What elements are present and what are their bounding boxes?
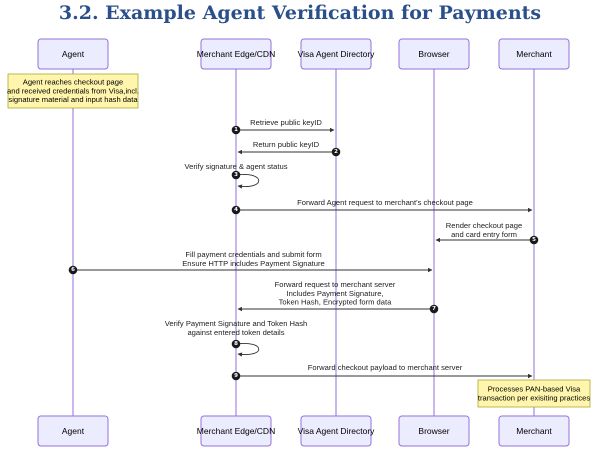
sequence-number: 3 [234, 172, 238, 178]
message-6: Fill payment credentials and submit form… [68, 250, 433, 275]
message-label: Retrieve public keyID [250, 118, 322, 127]
sequence-badge [231, 371, 241, 381]
sequence-number: 6 [71, 267, 75, 273]
message-label: against entered token details [187, 328, 284, 337]
sequence-number: 4 [234, 207, 238, 213]
sequence-badge [231, 339, 241, 349]
message-label: Ensure HTTP includes Payment Signature [182, 259, 325, 268]
actor-top-agent: Agent [37, 38, 109, 70]
actor-label: Visa Agent Directory [298, 49, 376, 59]
sequence-number: 1 [234, 127, 238, 133]
self-arrow [235, 342, 260, 357]
sequence-number-8: 8 [231, 339, 241, 349]
actor-box [300, 38, 372, 70]
note-line: signature material and input hash data [8, 95, 138, 104]
actor-bottom-merchant: Merchant [498, 415, 570, 447]
actor-label: Merchant [516, 426, 552, 436]
message-label: Forward Agent request to merchant's chec… [297, 198, 473, 207]
actor-label: Merchant Edge/CDN [197, 426, 275, 436]
message-label: Fill payment credentials and submit form [185, 250, 321, 259]
sequence-number: 8 [234, 341, 238, 347]
message-label: Token Hash, Encrypted form data [279, 298, 392, 307]
actor-label: Merchant [516, 49, 552, 59]
message-4: Forward Agent request to merchant's chec… [231, 198, 533, 215]
message-label: Verify signature & agent status [185, 162, 288, 171]
actor-top-visa: Visa Agent Directory [298, 38, 376, 70]
actor-label: Browser [418, 49, 449, 59]
sequence-number: 9 [234, 373, 238, 379]
actor-box [300, 415, 372, 447]
actor-bottom-visa: Visa Agent Directory [298, 415, 376, 447]
actor-label: Agent [62, 49, 85, 59]
note-line: and received credentials from Visa,incl. [7, 86, 139, 95]
message-label: Forward request to merchant server [275, 280, 396, 289]
actor-label: Browser [418, 426, 449, 436]
sequence-badge [529, 235, 539, 245]
sequence-badge [68, 265, 78, 275]
note-box [7, 73, 139, 109]
message-label: Render checkout page [446, 221, 522, 230]
note-line: Processes PAN-based Visa [488, 385, 581, 394]
sequence-number-5: 5 [529, 235, 539, 245]
actor-bottom-browser: Browser [398, 415, 470, 447]
sequence-number: 2 [334, 149, 338, 155]
actor-box [200, 38, 272, 70]
sequence-number: 7 [432, 306, 436, 312]
actor-box [398, 38, 470, 70]
sequence-number-4: 4 [231, 205, 241, 215]
actor-top-edge: Merchant Edge/CDN [197, 38, 275, 70]
self-arrow [235, 174, 260, 189]
sequence-badge [231, 125, 241, 135]
message-2: Return public keyID 2 [237, 140, 341, 157]
note-line: Agent reaches checkout page [23, 78, 123, 87]
actor-top-merchant: Merchant [498, 38, 570, 70]
actor-bottom-agent: Agent [37, 415, 109, 447]
actor-box [37, 415, 109, 447]
actor-box [498, 415, 570, 447]
actor-top-browser: Browser [398, 38, 470, 70]
note-line: transaction per exisiting practices [478, 393, 590, 402]
sequence-badge [331, 147, 341, 157]
message-label: Includes Payment Signature, [286, 289, 383, 298]
sequence-badge [231, 170, 241, 180]
page-title: 3.2. Example Agent Verification for Paym… [58, 2, 542, 24]
sequence-number-2: 2 [331, 147, 341, 157]
sequence-badge [231, 205, 241, 215]
sequence-number-7: 7 [429, 304, 439, 314]
message-8: Verify Payment Signature and Token Hasha… [165, 319, 308, 357]
message-label: Forward checkout payload to merchant ser… [308, 363, 463, 372]
actor-label: Visa Agent Directory [298, 426, 376, 436]
message-1: Retrieve public keyID 1 [231, 118, 335, 135]
message-9: Forward checkout payload to merchant ser… [231, 363, 533, 381]
message-7: Forward request to merchant serverInclud… [237, 280, 439, 314]
sequence-number-3: 3 [231, 170, 241, 180]
actor-label: Merchant Edge/CDN [197, 49, 275, 59]
actor-box [37, 38, 109, 70]
sequence-badge [429, 304, 439, 314]
actor-box [200, 415, 272, 447]
actor-box [398, 415, 470, 447]
actor-label: Agent [62, 426, 85, 436]
note-box [477, 379, 591, 408]
message-label: Verify Payment Signature and Token Hash [165, 319, 308, 328]
actor-bottom-edge: Merchant Edge/CDN [197, 415, 275, 447]
sequence-number-1: 1 [231, 125, 241, 135]
sequence-number-6: 6 [68, 265, 78, 275]
sequence-number: 5 [532, 237, 536, 243]
actor-box [498, 38, 570, 70]
sequence-number-9: 9 [231, 371, 241, 381]
message-label: and card entry form [451, 230, 517, 239]
message-label: Return public keyID [253, 140, 320, 149]
